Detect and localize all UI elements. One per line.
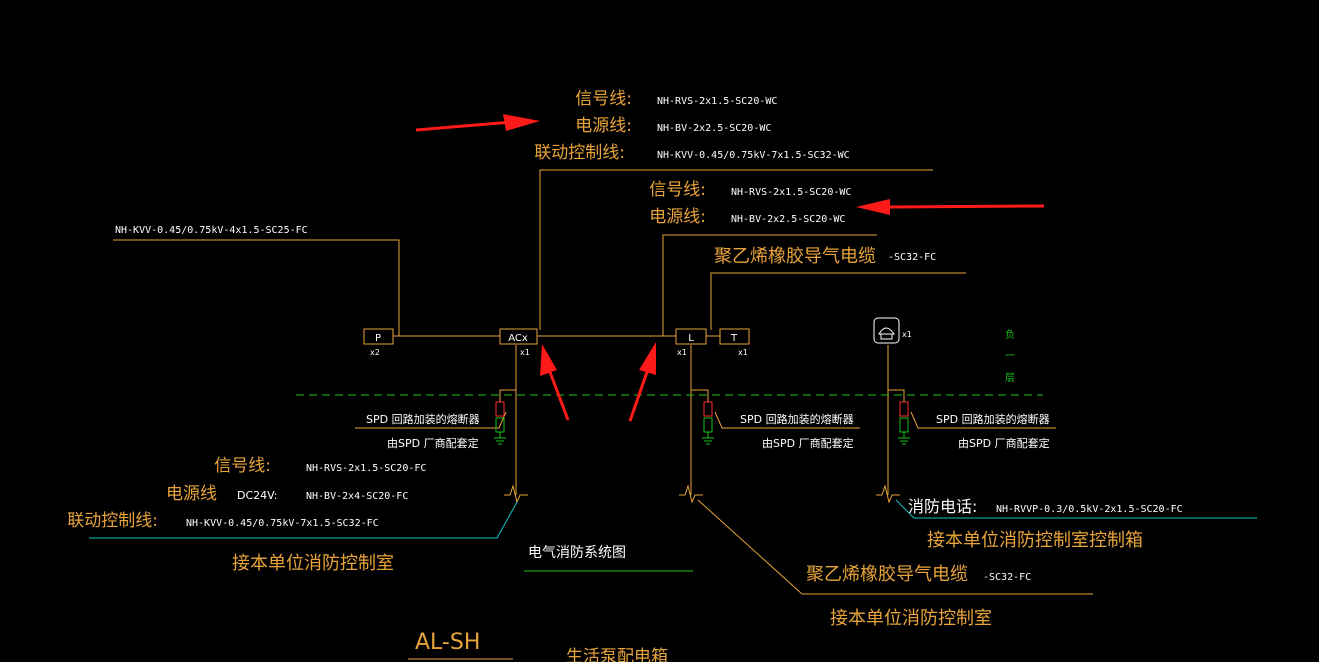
wall-pass-3 xyxy=(876,484,900,504)
bl-control-spec: NH-KVV-0.45/0.75kV-7x1.5-SC32-FC xyxy=(186,518,379,529)
device-t-label: T xyxy=(730,333,738,344)
top-control-spec: NH-KVV-0.45/0.75kV-7x1.5-SC32-WC xyxy=(657,150,850,161)
spd2-note-line1: SPD 回路加装的熔断器 xyxy=(740,412,854,426)
floor-label-3: 层 xyxy=(1005,372,1015,384)
fire-phone-count: x1 xyxy=(902,330,912,339)
device-l[interactable]: L x1 xyxy=(675,328,707,357)
wiring xyxy=(113,169,1093,595)
leader-bottom-center xyxy=(697,499,1093,595)
spd3-note-line1: SPD 回路加装的熔断器 xyxy=(936,412,1050,426)
device-p-label: P xyxy=(375,333,381,344)
top-signal-spec: NH-RVS-2x1.5-SC20-WC xyxy=(657,96,777,107)
top-signal-label: 信号线: xyxy=(575,89,632,109)
spd2-branch xyxy=(691,389,709,402)
cyan-leaders xyxy=(89,499,1257,539)
spd3-leader xyxy=(910,411,1056,429)
leader-top-group xyxy=(539,169,933,330)
bl-power-label: 电源线 xyxy=(166,484,217,504)
device-l-count: x1 xyxy=(677,348,687,357)
panel-caption: 生活泵配电箱 xyxy=(566,647,668,662)
spd1-branch xyxy=(499,389,516,402)
wall-pass-1 xyxy=(504,484,528,504)
leader-bottom-left xyxy=(89,501,518,539)
mid-power-label: 电源线: xyxy=(649,207,706,227)
device-acx[interactable]: ACx x1 xyxy=(499,328,538,357)
spd1-note-line1: SPD 回路加装的熔断器 xyxy=(366,412,480,426)
mid-signal-spec: NH-RVS-2x1.5-SC20-WC xyxy=(731,187,851,198)
top-control-label: 联动控制线: xyxy=(534,143,625,163)
spd1-leader xyxy=(355,411,507,429)
mid-power-spec: NH-BV-2x2.5-SC20-WC xyxy=(731,214,845,225)
annotation-arrows xyxy=(415,114,1045,422)
spd2-leader xyxy=(714,411,860,429)
top-power-spec: NH-BV-2x2.5-SC20-WC xyxy=(657,123,771,134)
device-t[interactable]: T x1 xyxy=(719,328,750,357)
floor-label-2: 一 xyxy=(1005,351,1015,362)
spd2-note-line2: 由SPD 厂商配套定 xyxy=(762,436,854,450)
red-arrow-1 xyxy=(415,114,540,132)
leader-mid-group xyxy=(662,234,877,336)
device-p-count: x2 xyxy=(370,348,380,357)
leader-left-cable xyxy=(113,239,400,336)
spd1-note-line2: 由SPD 厂商配套定 xyxy=(387,436,479,450)
mid-cable-label: 聚乙烯橡胶导气电缆 xyxy=(714,246,876,267)
leader-cable xyxy=(710,272,966,330)
br-phone-spec: NH-RVVP-0.3/0.5kV-2x1.5-SC20-FC xyxy=(996,504,1183,515)
bl-control-label: 联动控制线: xyxy=(67,511,158,531)
fire-phone-icon[interactable]: x1 xyxy=(873,317,912,344)
wall-pass-2 xyxy=(679,484,703,504)
spd-icon-1 xyxy=(494,401,506,445)
bl-signal-spec: NH-RVS-2x1.5-SC20-FC xyxy=(306,463,426,474)
bl-signal-label: 信号线: xyxy=(214,456,271,476)
top-power-label: 电源线: xyxy=(575,116,632,136)
red-arrow-4 xyxy=(628,342,656,422)
leader-bottom-right xyxy=(895,499,1257,519)
bc-cable-spec: -SC32-FC xyxy=(983,572,1031,583)
br-destination: 接本单位消防控制室控制箱 xyxy=(927,530,1143,551)
bl-power-spec: NH-BV-2x4-SC20-FC xyxy=(306,491,408,502)
left-cable-spec: NH-KVV-0.45/0.75kV-4x1.5-SC25-FC xyxy=(115,225,308,236)
red-arrow-2 xyxy=(856,199,1045,215)
bc-cable-label: 聚乙烯橡胶导气电缆 xyxy=(806,564,968,585)
device-t-count: x1 xyxy=(738,348,748,357)
device-l-label: L xyxy=(688,333,694,344)
mid-cable-spec: -SC32-FC xyxy=(888,252,936,263)
spd3-note-line2: 由SPD 厂商配套定 xyxy=(958,436,1050,450)
spd-icon-3 xyxy=(898,401,910,445)
spd3-branch xyxy=(888,389,905,402)
bc-destination: 接本单位消防控制室 xyxy=(830,608,992,629)
mid-signal-label: 信号线: xyxy=(649,180,706,200)
red-arrow-3 xyxy=(540,344,570,421)
device-acx-count: x1 xyxy=(520,348,530,357)
br-phone-label: 消防电话: xyxy=(908,497,977,516)
floor-label-1: 负 xyxy=(1005,328,1015,341)
bl-power-volt: DC24V: xyxy=(237,489,277,502)
device-p[interactable]: P x2 xyxy=(363,328,394,357)
panel-label: AL-SH xyxy=(415,630,480,655)
bl-destination: 接本单位消防控制室 xyxy=(232,553,394,574)
device-acx-label: ACx xyxy=(508,333,528,344)
diagram-title: 电气消防系统图 xyxy=(528,545,626,561)
spd-icon-2 xyxy=(702,401,714,445)
